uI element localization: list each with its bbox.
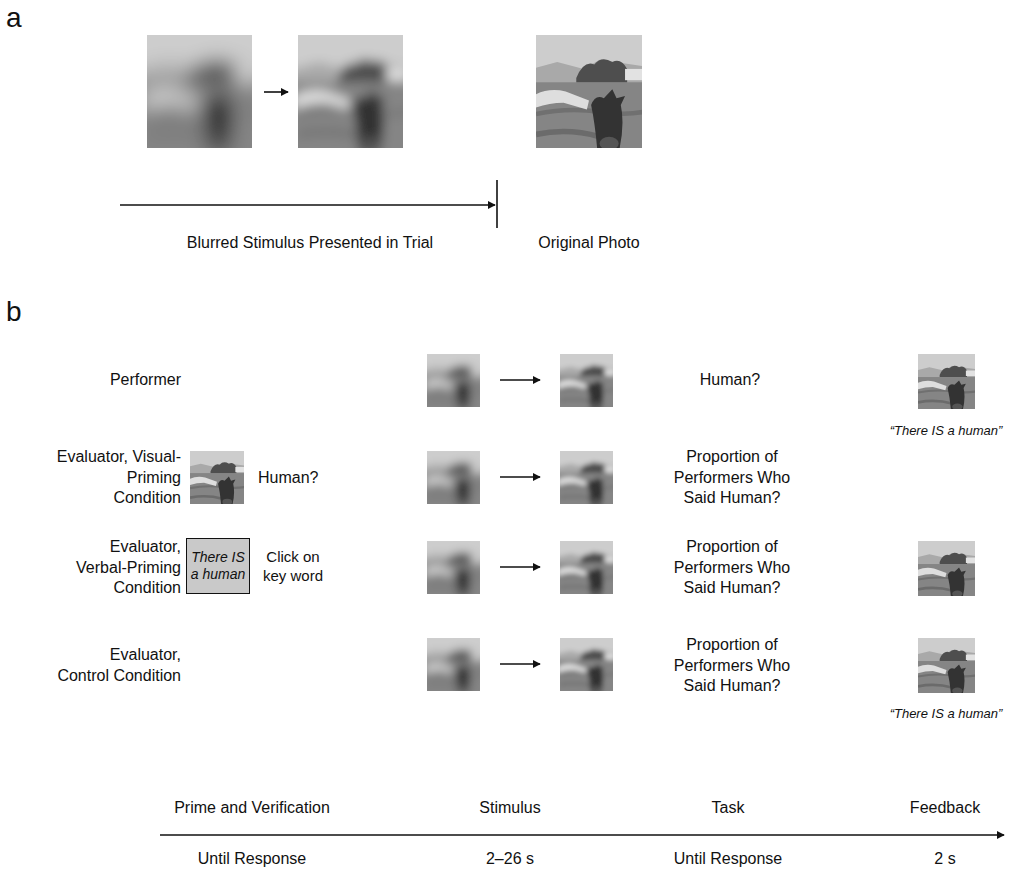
label-text: Performer (110, 370, 181, 391)
label-text: Original Photo (538, 233, 639, 254)
panel-a-images (120, 12, 663, 228)
prime-text: There IS a human (190, 549, 246, 584)
label-text: “There IS a human” (890, 706, 1003, 723)
label-text: Feedback (910, 798, 980, 819)
label-text: Proportion of Performers Who Said Human? (662, 537, 802, 599)
label-text: Click on key word (256, 547, 330, 586)
label-text: Until Response (674, 849, 783, 870)
label-text: Proportion of Performers Who Said Human? (662, 447, 802, 509)
label-text: 2 s (934, 849, 955, 870)
prime-box: There IS a human (186, 538, 250, 594)
panel-b-images (179, 343, 986, 704)
label-text: Evaluator, Visual-Priming Condition (56, 447, 181, 509)
label-text: Evaluator, Control Condition (56, 645, 181, 687)
label-text: a (6, 0, 22, 36)
label-text: b (6, 294, 22, 330)
label-text: “There IS a human” (890, 423, 1003, 440)
label-text: Stimulus (479, 798, 540, 819)
label-text: Task (712, 798, 745, 819)
label-text: Human? (700, 370, 760, 391)
label-text: Until Response (198, 849, 307, 870)
timeline-axis (160, 834, 1004, 836)
label-text: Human? (258, 468, 318, 489)
label-text: Prime and Verification (174, 798, 330, 819)
label-text: Proportion of Performers Who Said Human? (662, 635, 802, 697)
label-text: Blurred Stimulus Presented in Trial (187, 233, 433, 254)
label-text: 2–26 s (486, 849, 534, 870)
label-text: Evaluator, Verbal-Priming Condition (56, 537, 181, 599)
